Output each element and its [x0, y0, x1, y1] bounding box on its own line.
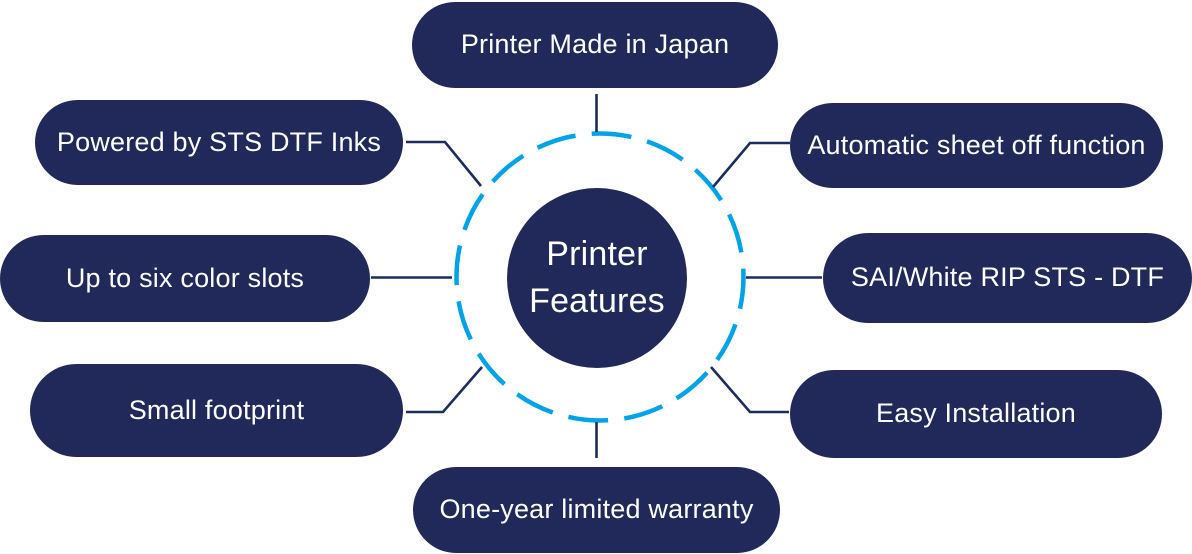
feature-bubble-small-footprint: Small footprint [30, 364, 403, 457]
center-node-printer-features: Printer Features [507, 188, 687, 368]
center-label-line1: Printer [546, 235, 648, 274]
connector-bottom-left [406, 366, 483, 414]
connector-bottom-right [710, 366, 789, 414]
connector-top-left [406, 140, 483, 187]
feature-bubble-printer-made-in-japan: Printer Made in Japan [412, 2, 778, 88]
center-label-line2: Features [529, 282, 665, 320]
feature-bubble-sai-white-rip-sts-dtf: SAI/White RIP STS - DTF [823, 233, 1192, 323]
feature-bubble-powered-by-sts-dtf-inks: Powered by STS DTF Inks [35, 100, 403, 185]
feature-bubble-up-to-six-color-slots: Up to six color slots [0, 235, 370, 322]
feature-bubble-easy-installation: Easy Installation [790, 370, 1162, 458]
connector-top-right [712, 141, 790, 188]
dashed-ring [454, 131, 746, 423]
feature-bubble-one-year-limited-warranty: One-year limited warranty [413, 467, 780, 553]
feature-bubble-automatic-sheet-off-function: Automatic sheet off function [790, 103, 1163, 188]
